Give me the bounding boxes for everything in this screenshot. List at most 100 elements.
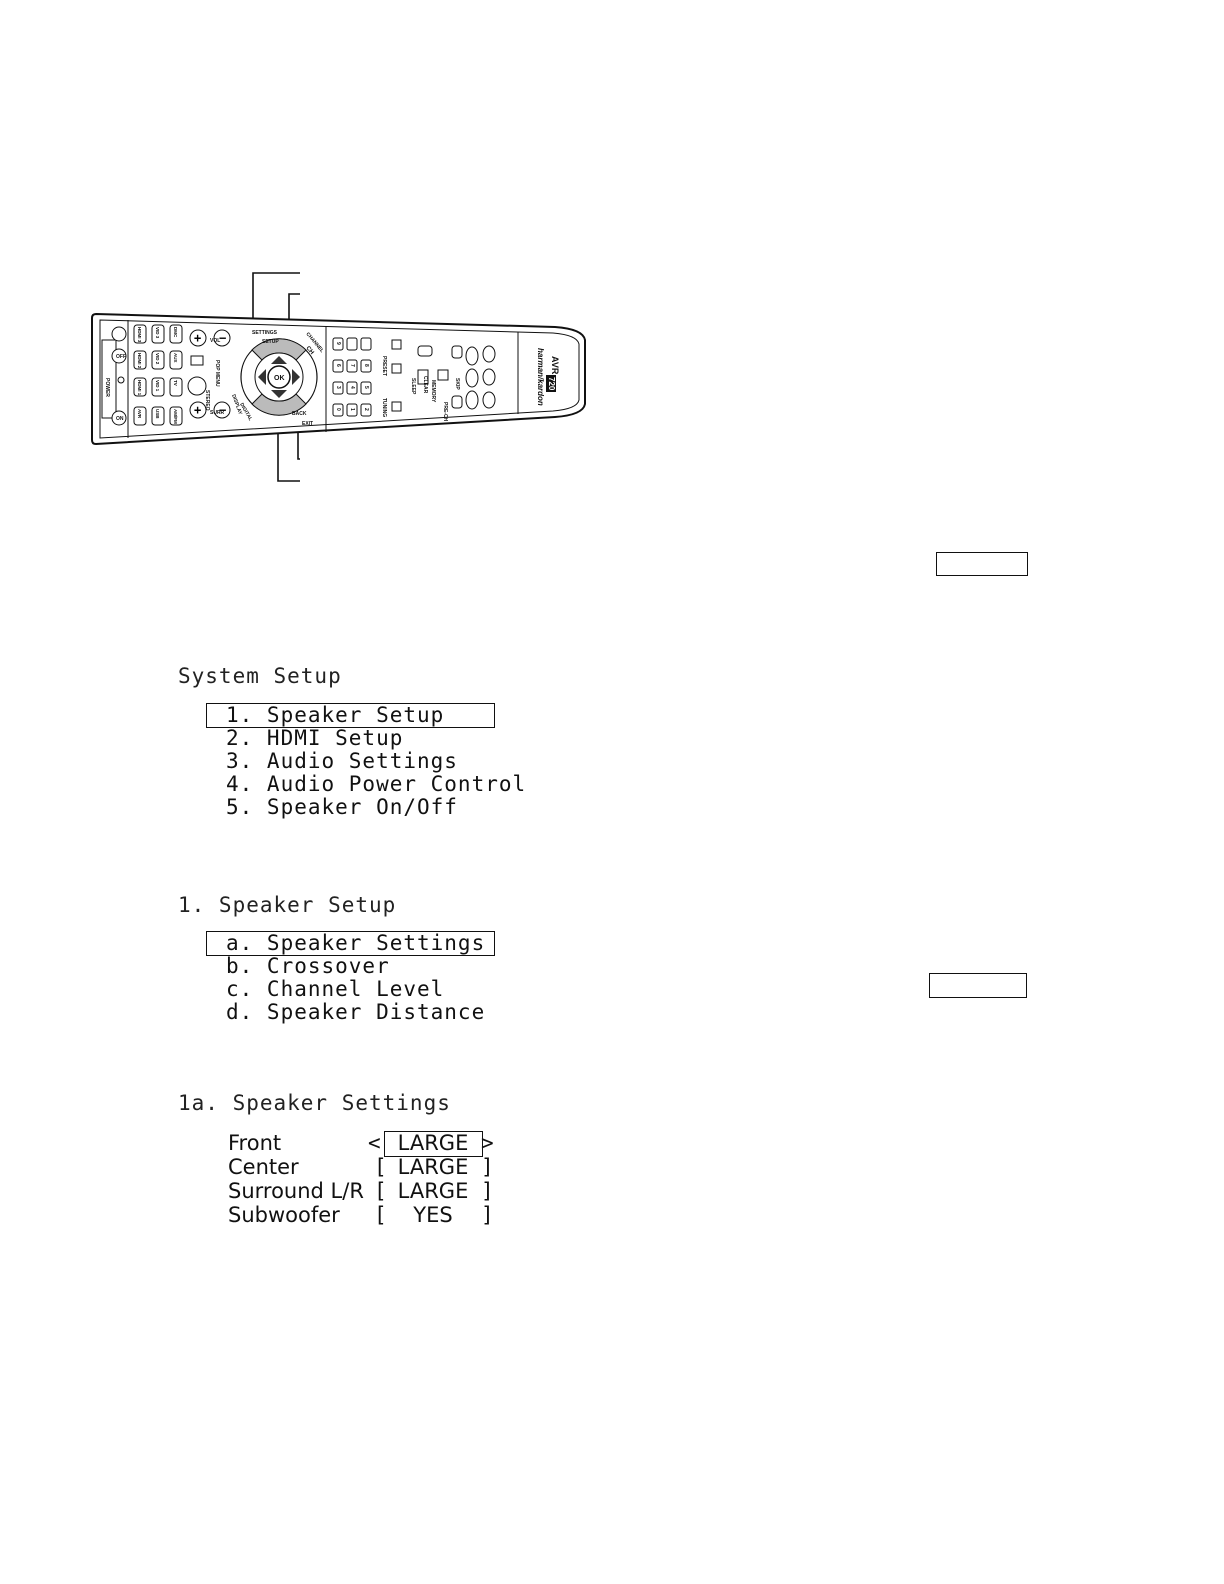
preset-label: PRESET	[381, 356, 387, 376]
clear-label: CLEAR	[422, 376, 428, 394]
source-button-label: HDMI 2	[137, 353, 142, 369]
pop-menu-label: POP MENU	[214, 360, 220, 387]
setting-label-subwoofer: Subwoofer	[228, 1203, 340, 1227]
chevron-left-icon[interactable]: <	[368, 1131, 381, 1155]
dmc-button[interactable]	[417, 345, 433, 357]
source-button[interactable]	[169, 324, 183, 344]
bracket-open: [	[374, 1179, 387, 1203]
settings-label: SETTINGS	[252, 330, 278, 336]
menu-item-hdmi-setup[interactable]: 2. HDMI Setup	[226, 726, 404, 750]
number-button-label: 9	[335, 342, 341, 345]
menu-item-speaker-distance[interactable]: d. Speaker Distance	[226, 1000, 486, 1024]
power-on-button[interactable]	[111, 410, 127, 426]
menu-item-speaker-settings[interactable]: a. Speaker Settings	[226, 931, 486, 955]
menu-item-channel-level[interactable]: c. Channel Level	[226, 977, 445, 1001]
brand-logo: harman/kardon	[536, 348, 545, 406]
chevron-right-icon[interactable]: >	[481, 1131, 494, 1155]
source-button[interactable]	[133, 377, 147, 397]
number-button[interactable]	[346, 381, 358, 395]
source-button[interactable]	[133, 406, 147, 426]
number-button-label: 7	[349, 364, 355, 367]
setting-value-front[interactable]: LARGE	[397, 1131, 469, 1155]
source-button-label: HDMI 1	[137, 380, 142, 396]
source-button[interactable]	[169, 406, 183, 426]
source-button[interactable]	[151, 324, 165, 344]
number-button[interactable]	[360, 337, 372, 351]
vol-up-button[interactable]	[189, 329, 207, 347]
setting-value-subwoofer[interactable]: YES	[413, 1203, 453, 1227]
source-button[interactable]	[169, 350, 183, 370]
tuning-label: TUNING	[381, 398, 387, 417]
menu-item-speaker-on-off[interactable]: 5. Speaker On/Off	[226, 795, 458, 819]
fast-forward-button[interactable]	[465, 346, 479, 366]
memory-button[interactable]	[437, 369, 449, 381]
menu-item-crossover[interactable]: b. Crossover	[226, 954, 390, 978]
bracket-close: ]	[481, 1203, 494, 1227]
model-prefix: AVR	[550, 356, 560, 375]
preset-down-button[interactable]	[391, 363, 402, 374]
tone-button[interactable]	[190, 355, 204, 366]
source-button-label: HDMI 3	[137, 327, 142, 343]
source-button-label: VID 2	[155, 353, 160, 365]
source-button-label: AVR	[137, 409, 142, 419]
clear-button[interactable]	[417, 369, 429, 385]
plus-icon: +	[194, 403, 201, 417]
plus-icon: +	[194, 331, 201, 345]
power-section: POWER OFF ON	[101, 326, 127, 426]
surr-down-button[interactable]	[213, 401, 231, 419]
vol-down-button[interactable]	[213, 329, 231, 347]
setting-label-surround: Surround L/R	[228, 1179, 364, 1203]
preset-up-button[interactable]	[391, 339, 402, 350]
source-button[interactable]	[133, 324, 147, 344]
number-button[interactable]	[346, 359, 358, 373]
number-button-label: 8	[363, 364, 369, 367]
selection-highlight	[206, 703, 495, 728]
setting-value-center[interactable]: LARGE	[397, 1155, 469, 1179]
power-off-button[interactable]	[111, 348, 127, 364]
off-label: OFF	[116, 354, 126, 360]
menu-item-speaker-setup[interactable]: 1. Speaker Setup	[226, 703, 445, 727]
ch-label: CH	[304, 345, 314, 355]
number-button-label: 4	[349, 386, 355, 389]
number-button[interactable]	[346, 337, 358, 351]
pre-ch-button[interactable]	[451, 345, 463, 359]
number-button[interactable]	[346, 403, 358, 417]
rewind-button[interactable]	[465, 390, 479, 410]
surr-up-button[interactable]	[189, 401, 207, 419]
ok-button[interactable]	[267, 365, 291, 389]
reference-box	[929, 973, 1027, 998]
source-button[interactable]	[133, 350, 147, 370]
mute-button[interactable]	[111, 326, 127, 342]
number-button[interactable]	[360, 359, 372, 373]
play-button[interactable]	[465, 368, 479, 388]
setting-value-surround[interactable]: LARGE	[397, 1179, 469, 1203]
skip-button[interactable]	[451, 395, 463, 409]
number-button[interactable]	[332, 381, 344, 395]
record-button[interactable]	[482, 391, 496, 409]
number-button[interactable]	[360, 403, 372, 417]
power-label: POWER	[104, 378, 110, 397]
menu-item-audio-power-control[interactable]: 4. Audio Power Control	[226, 772, 527, 796]
source-button-label: VID 3	[155, 327, 160, 339]
source-button[interactable]	[151, 406, 165, 426]
source-button[interactable]	[169, 377, 183, 397]
number-button[interactable]	[332, 403, 344, 417]
stereo-button[interactable]	[187, 376, 207, 396]
number-button[interactable]	[360, 381, 372, 395]
number-button[interactable]	[332, 337, 344, 351]
skip-label: SKIP	[454, 378, 460, 390]
number-button-label: 1	[349, 408, 355, 411]
source-button[interactable]	[151, 350, 165, 370]
on-label: ON	[116, 416, 124, 422]
stop-button[interactable]	[482, 368, 496, 386]
number-button[interactable]	[332, 359, 344, 373]
tuning-up-button[interactable]	[391, 401, 402, 412]
menu-item-audio-settings[interactable]: 3. Audio Settings	[226, 749, 458, 773]
vol-label: VOL	[210, 338, 220, 344]
setup-label: SETUP	[262, 339, 279, 345]
source-button[interactable]	[151, 377, 165, 397]
number-button-label: 6	[335, 364, 341, 367]
pause-button[interactable]	[482, 345, 496, 363]
